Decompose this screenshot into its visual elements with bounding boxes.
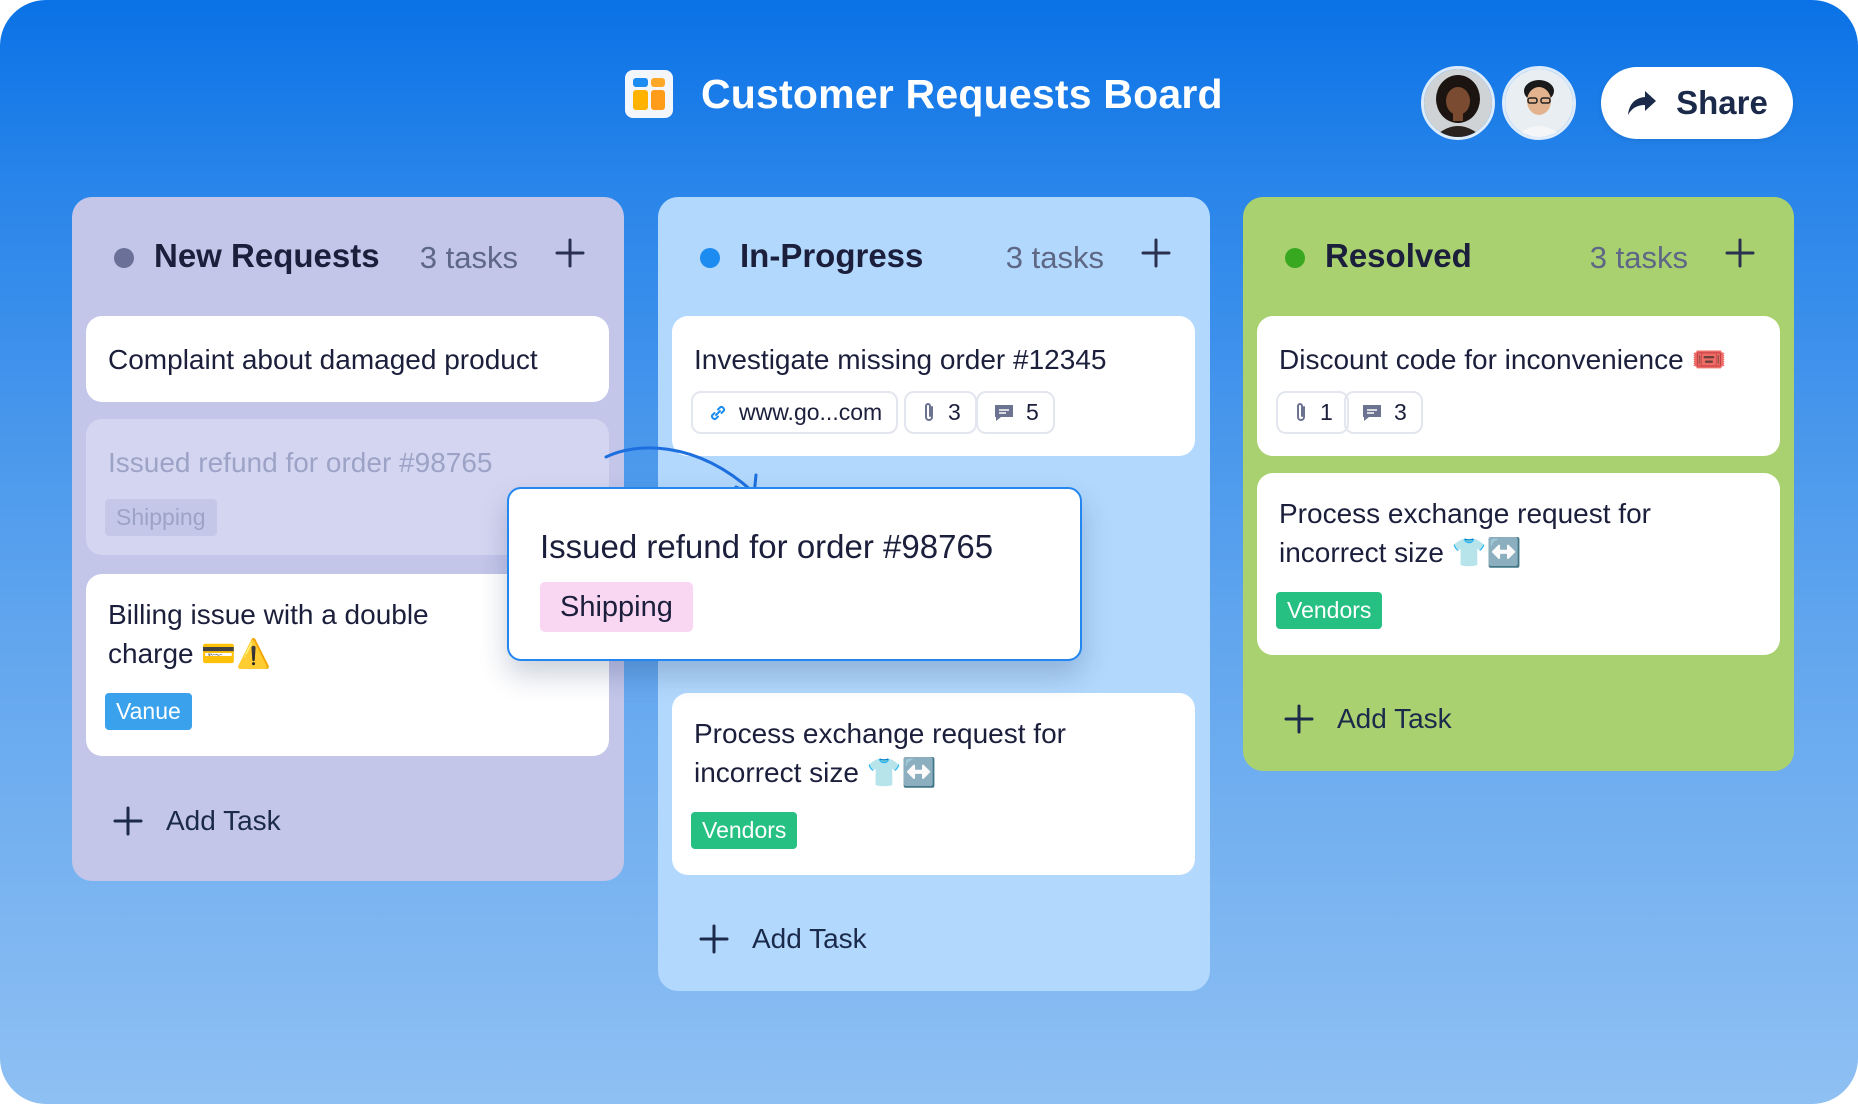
share-label: Share bbox=[1676, 84, 1768, 121]
column-title: In-Progress bbox=[740, 237, 924, 274]
task-count: 3 tasks bbox=[1589, 240, 1688, 275]
add-task-button[interactable]: Add Task bbox=[112, 801, 281, 841]
task-card[interactable]: Complaint about damaged product bbox=[86, 316, 609, 402]
card-title: Discount code for inconvenience 🎟️ bbox=[1279, 344, 1727, 375]
tag-label: Vanue bbox=[105, 693, 192, 730]
add-task-label: Add Task bbox=[1337, 703, 1452, 734]
add-column-task-button[interactable] bbox=[1136, 233, 1176, 273]
add-column-task-button[interactable] bbox=[550, 233, 590, 273]
dragging-task-card[interactable]: Issued refund for order #98765 Shipping bbox=[507, 487, 1082, 661]
paperclip-icon bbox=[1297, 402, 1305, 421]
add-task-button[interactable]: Add Task bbox=[1283, 699, 1452, 739]
board-header: Customer Requests Board bbox=[625, 62, 1223, 126]
card-title: Process exchange request for incorrect s… bbox=[694, 718, 1066, 788]
add-task-label: Add Task bbox=[752, 923, 867, 954]
paperclip-icon bbox=[925, 402, 933, 421]
tag-label: Shipping bbox=[540, 582, 693, 632]
comment-count: 5 bbox=[1026, 399, 1039, 425]
column-title: Resolved bbox=[1325, 237, 1472, 274]
attachment-count: 3 bbox=[948, 399, 961, 425]
comment-count: 3 bbox=[1394, 399, 1407, 425]
add-task-label: Add Task bbox=[166, 805, 281, 836]
status-dot bbox=[1285, 248, 1305, 268]
link-icon bbox=[710, 405, 726, 420]
status-dot bbox=[114, 248, 134, 268]
tag-label: Vendors bbox=[691, 812, 798, 849]
column-title: New Requests bbox=[154, 237, 380, 274]
attachment-chip[interactable]: 3 bbox=[904, 391, 977, 434]
task-card[interactable]: Process exchange request for incorrect s… bbox=[1257, 473, 1780, 655]
plus-icon bbox=[555, 238, 585, 268]
plus-icon bbox=[699, 924, 729, 954]
task-card[interactable]: Investigate missing order #12345 www.go.… bbox=[672, 316, 1195, 456]
card-title: Complaint about damaged product bbox=[108, 344, 538, 375]
task-card[interactable]: Process exchange request for incorrect s… bbox=[672, 693, 1195, 875]
comment-icon bbox=[995, 404, 1013, 421]
comment-chip[interactable]: 5 bbox=[976, 391, 1055, 434]
column-header: New Requests 3 tasks bbox=[72, 237, 624, 277]
card-title: Issued refund for order #98765 bbox=[540, 528, 994, 565]
tag-label: Shipping bbox=[105, 499, 217, 536]
avatar[interactable] bbox=[1421, 66, 1495, 140]
card-title: Issued refund for order #98765 bbox=[108, 447, 493, 478]
link-chip[interactable]: www.go...com bbox=[691, 391, 899, 434]
add-column-task-button[interactable] bbox=[1720, 233, 1760, 273]
card-title: Investigate missing order #12345 bbox=[694, 344, 1107, 375]
avatar-man-icon bbox=[1505, 69, 1573, 137]
plus-icon bbox=[1141, 238, 1171, 268]
avatar[interactable] bbox=[1502, 66, 1576, 140]
status-dot bbox=[700, 248, 720, 268]
card-title: Process exchange request for incorrect s… bbox=[1279, 498, 1651, 568]
plus-icon bbox=[1725, 238, 1755, 268]
share-arrow-icon bbox=[1628, 91, 1657, 115]
attachment-chip[interactable]: 1 bbox=[1276, 391, 1349, 434]
comment-icon bbox=[1363, 404, 1381, 421]
task-count: 3 tasks bbox=[419, 240, 518, 275]
page-title: Customer Requests Board bbox=[701, 70, 1223, 117]
share-button[interactable]: Share bbox=[1601, 67, 1793, 139]
column-resolved: Resolved 3 tasks Discount code for incon… bbox=[1243, 197, 1794, 771]
card-title: Billing issue with a double charge 💳⚠️ bbox=[108, 599, 429, 669]
plus-icon bbox=[1284, 704, 1314, 734]
link-text: www.go...com bbox=[739, 399, 883, 425]
task-card[interactable]: Discount code for inconvenience 🎟️ 1 3 bbox=[1257, 316, 1780, 456]
comment-chip[interactable]: 3 bbox=[1344, 391, 1423, 434]
tag-label: Vendors bbox=[1276, 592, 1383, 629]
plus-icon bbox=[113, 806, 143, 836]
attachment-count: 1 bbox=[1320, 399, 1333, 425]
add-task-button[interactable]: Add Task bbox=[698, 919, 867, 959]
task-count: 3 tasks bbox=[1005, 240, 1104, 275]
column-header: In-Progress 3 tasks bbox=[658, 237, 1210, 277]
column-header: Resolved 3 tasks bbox=[1243, 237, 1794, 277]
board-icon bbox=[625, 70, 673, 118]
avatar-woman-icon bbox=[1424, 69, 1492, 137]
